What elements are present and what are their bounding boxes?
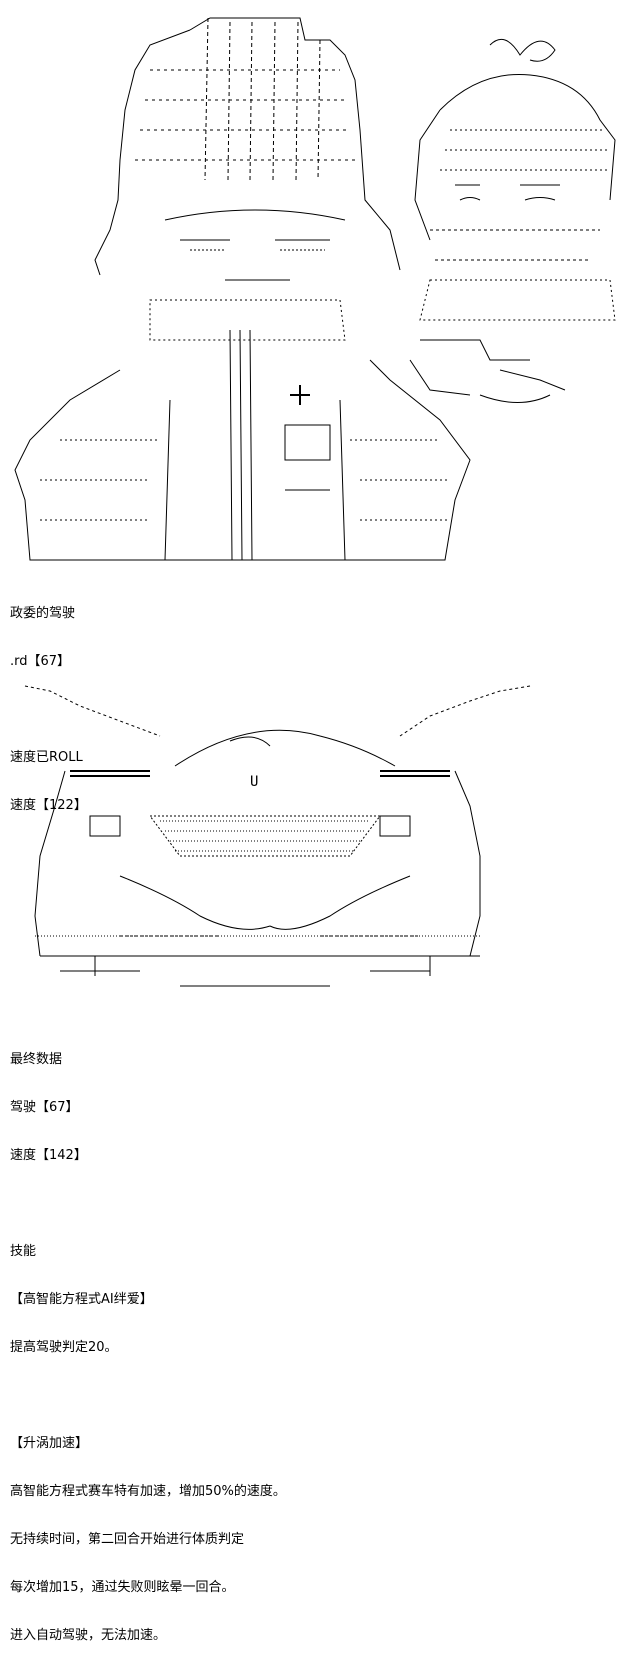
intro-stats: 政委的驾驶 .rd【67】 速度已ROLL 速度【122】 bbox=[10, 574, 620, 830]
stat-line: 政委的驾驶 bbox=[10, 606, 76, 621]
skill-name: 【高智能方程式AI绊爱】 bbox=[10, 1292, 153, 1307]
skill-description: 高智能方程式赛车特有加速，增加50%的速度。 bbox=[10, 1484, 286, 1499]
svg-text:U: U bbox=[250, 774, 258, 790]
right-character-figure bbox=[409, 38, 616, 403]
left-character-figure bbox=[14, 17, 471, 561]
stat-line: 速度【142】 bbox=[10, 1148, 87, 1163]
section-heading: 技能 bbox=[10, 1244, 37, 1259]
blank-line bbox=[10, 1388, 620, 1404]
stat-line: 驾驶【67】 bbox=[10, 1100, 79, 1115]
skill-description: 进入自动驾驶，无法加速。 bbox=[10, 1628, 167, 1643]
ascii-art-characters bbox=[0, 0, 629, 600]
skill-description: 每次增加15，通过失败则眩晕一回合。 bbox=[10, 1580, 235, 1595]
skill-description: 无持续时间，第二回合开始进行体质判定 bbox=[10, 1532, 245, 1547]
stat-line: 速度已ROLL bbox=[10, 750, 83, 765]
final-stats-and-skills: 最终数据 驾驶【67】 速度【142】 技能 【高智能方程式AI绊爱】 提高驾驶… bbox=[10, 1020, 620, 1660]
ascii-art-race-car: U bbox=[0, 676, 629, 1006]
stat-line: 速度【122】 bbox=[10, 798, 87, 813]
stat-line: .rd【67】 bbox=[10, 654, 71, 669]
skill-description: 提高驾驶判定20。 bbox=[10, 1340, 118, 1355]
skill-name: 【升涡加速】 bbox=[10, 1436, 89, 1451]
section-heading: 最终数据 bbox=[10, 1052, 63, 1067]
blank-line bbox=[10, 1196, 620, 1212]
